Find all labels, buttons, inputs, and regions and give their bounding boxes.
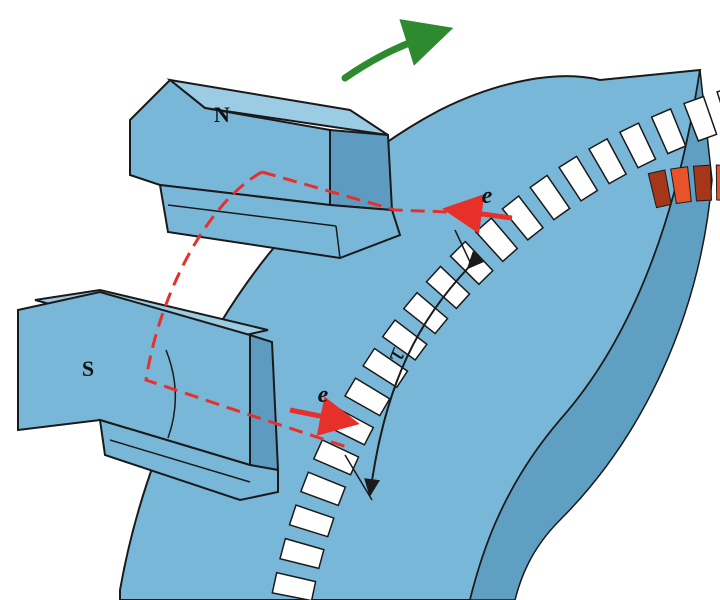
armature-tooth [279, 537, 325, 570]
south-pole [17, 288, 280, 502]
armature-tooth [650, 107, 687, 155]
pole-pitch-arc-icon [364, 250, 485, 497]
armature-tooth [474, 217, 519, 263]
armature-tooth [271, 571, 317, 600]
south-pole-label: S [82, 356, 94, 381]
commutator-segment [670, 166, 692, 205]
rotation-arrow-icon [341, 19, 454, 82]
commutator-segment [647, 169, 672, 209]
north-pole [129, 78, 402, 260]
armature-tooth [716, 90, 720, 104]
armature-end-face [469, 69, 713, 600]
north-pole-label: N [214, 102, 230, 127]
flux-path [144, 170, 449, 450]
armature-tooth [683, 95, 718, 142]
armature-tooth [618, 122, 657, 169]
armature-tooth [529, 174, 571, 221]
south-pole-shoe [98, 418, 279, 502]
emf-label-lower: e [318, 382, 329, 408]
north-pole-end [329, 128, 394, 212]
armature-tooth [558, 155, 599, 202]
armature-tooth [288, 504, 335, 538]
armature-tooth [587, 137, 628, 185]
commutator-segment [715, 164, 720, 201]
commutator [647, 164, 720, 209]
commutator-segment [692, 164, 713, 202]
armature-tooth [299, 471, 347, 507]
emf-arrow-lower-icon [289, 396, 360, 436]
emf-arrow-upper-icon [442, 194, 513, 234]
emf-label-upper: e [482, 183, 493, 209]
north-pole-shoe [158, 183, 402, 260]
